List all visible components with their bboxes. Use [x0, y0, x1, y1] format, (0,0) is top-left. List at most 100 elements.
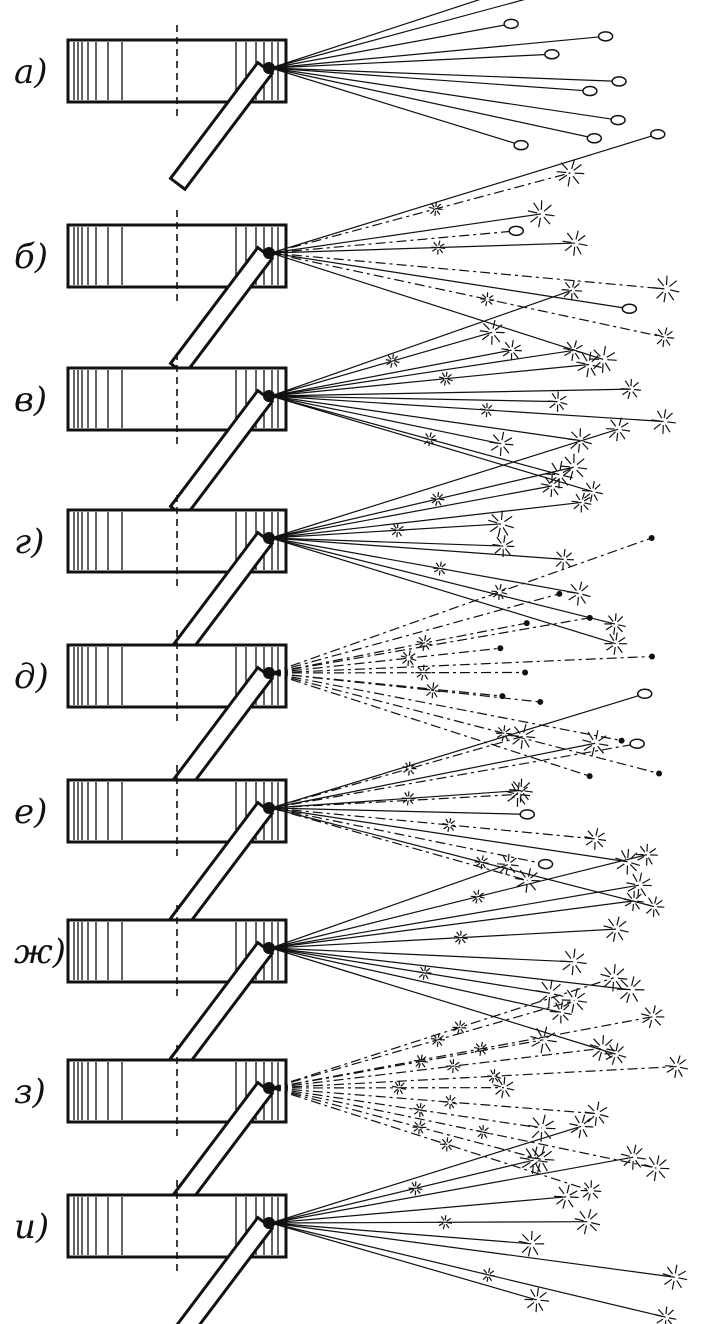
spark-trail [270, 789, 522, 809]
spark-burst-ray [593, 1184, 600, 1190]
spark-stream [270, 0, 627, 151]
spark-trail [270, 67, 620, 83]
spark-trail [270, 172, 571, 254]
spark-burst-ray [656, 410, 663, 419]
spark-trail [270, 1065, 677, 1089]
spark-burst-ray [445, 1223, 450, 1229]
spark-burst-ray [420, 1111, 424, 1117]
spark-burst-ray [597, 840, 604, 848]
spark-burst-ray [540, 1299, 550, 1302]
spark-burst-ray [532, 1246, 539, 1256]
spark-trail [270, 523, 502, 539]
spark-burst-ray [583, 440, 592, 445]
spark-burst-ray [618, 624, 626, 628]
spark-trail [270, 807, 655, 908]
spark-burst-ray [575, 344, 583, 350]
spark-burst-ray [610, 419, 617, 427]
spark-burst-ray [560, 1001, 563, 1010]
spark-burst-ray [499, 447, 502, 457]
spark-burst-ray [479, 1050, 482, 1056]
spark-burst-ray [409, 659, 414, 666]
spark-trail [270, 537, 579, 594]
spark-burst-ray [484, 1131, 490, 1135]
spark-burst-ray [436, 210, 441, 215]
spark-burst-ray [505, 867, 508, 876]
spark-burst-ray [567, 438, 577, 441]
spark-burst-ray [479, 892, 485, 897]
spark-burst-ray [433, 241, 438, 247]
spark-dot-end [522, 669, 529, 676]
spark-trail [270, 485, 552, 539]
spark-burst-ray [581, 585, 589, 592]
spark-burst-ray [573, 164, 582, 171]
spark-trail [270, 1222, 666, 1318]
spark-burst-ray [595, 491, 603, 495]
spark-burst-ray [416, 1103, 420, 1109]
spark-burst-ray [456, 931, 461, 937]
spark-burst-ray [548, 997, 551, 1008]
spark-burst-ray [503, 446, 510, 454]
panel-label: д) [14, 657, 49, 697]
spark-burst-ray [658, 1170, 666, 1179]
spark-trail [270, 1222, 537, 1301]
spark-burst-ray [519, 797, 526, 805]
spark-burst-ray [507, 796, 515, 802]
spark-burst-ray [607, 918, 615, 927]
spark-burst-ray [455, 1065, 461, 1068]
spark-burst-ray [605, 625, 613, 631]
spark-burst-ray [540, 1132, 543, 1142]
spark-burst-ray [569, 1123, 578, 1127]
spark-burst-ray [583, 493, 591, 499]
spark-burst-ray [612, 981, 615, 992]
spark-burst-ray [503, 535, 506, 543]
spark-burst-ray [633, 979, 641, 988]
spark-trail [270, 593, 560, 674]
spark-burst-ray [497, 863, 505, 865]
spark-trail [270, 807, 528, 882]
spark-burst-ray [393, 355, 399, 360]
spark-burst-ray [459, 1020, 462, 1026]
spark-burst-ray [556, 1198, 564, 1205]
spark-burst-ray [612, 932, 616, 942]
spark-burst-ray [393, 524, 397, 529]
spark-burst-ray [420, 966, 424, 972]
spark-burst-ray [606, 351, 616, 358]
spark-burst-ray [583, 744, 593, 751]
spark-burst-ray [410, 653, 416, 658]
spark-burst-ray [406, 800, 409, 806]
spark-trail [270, 537, 504, 547]
spark-burst-ray [647, 857, 653, 865]
spark-burst-ray [495, 1089, 502, 1095]
spark-burst-ray [450, 826, 455, 831]
spark-burst-ray [386, 361, 392, 366]
spark-burst-ray [421, 1056, 427, 1061]
spark-burst-ray [430, 203, 435, 208]
spark-burst-ray [551, 392, 557, 400]
spark-burst-ray [434, 690, 441, 693]
spark-burst-ray [527, 1247, 532, 1257]
spark-burst-ray [449, 818, 452, 824]
spark-burst-ray [504, 443, 514, 446]
spark-burst-ray [572, 175, 580, 185]
spark-burst-ray [445, 818, 449, 824]
spark-burst-ray [448, 1144, 454, 1148]
spark-burst-ray [677, 1270, 687, 1276]
spark-burst-ray [523, 724, 527, 733]
spark-burst-ray [479, 896, 485, 899]
spark-burst-ray [620, 1153, 630, 1157]
spark-burst-ray [605, 1038, 613, 1047]
spark-burst-ray [415, 1062, 420, 1067]
spark-burst-ray [627, 391, 631, 400]
spark-burst-ray [425, 433, 429, 438]
spark-burst-ray [532, 1117, 540, 1126]
spark-burst-ray [562, 467, 572, 474]
spark-burst-ray [582, 433, 591, 440]
spark-burst-ray [595, 828, 599, 836]
spark-burst-ray [501, 348, 509, 351]
spark-burst-ray [504, 515, 513, 523]
spark-burst-ray [481, 855, 484, 861]
spark-burst-ray [569, 1190, 578, 1196]
spark-burst-ray [454, 1061, 460, 1066]
spark-burst-ray [453, 1027, 458, 1032]
spark-burst-ray [400, 1082, 405, 1087]
